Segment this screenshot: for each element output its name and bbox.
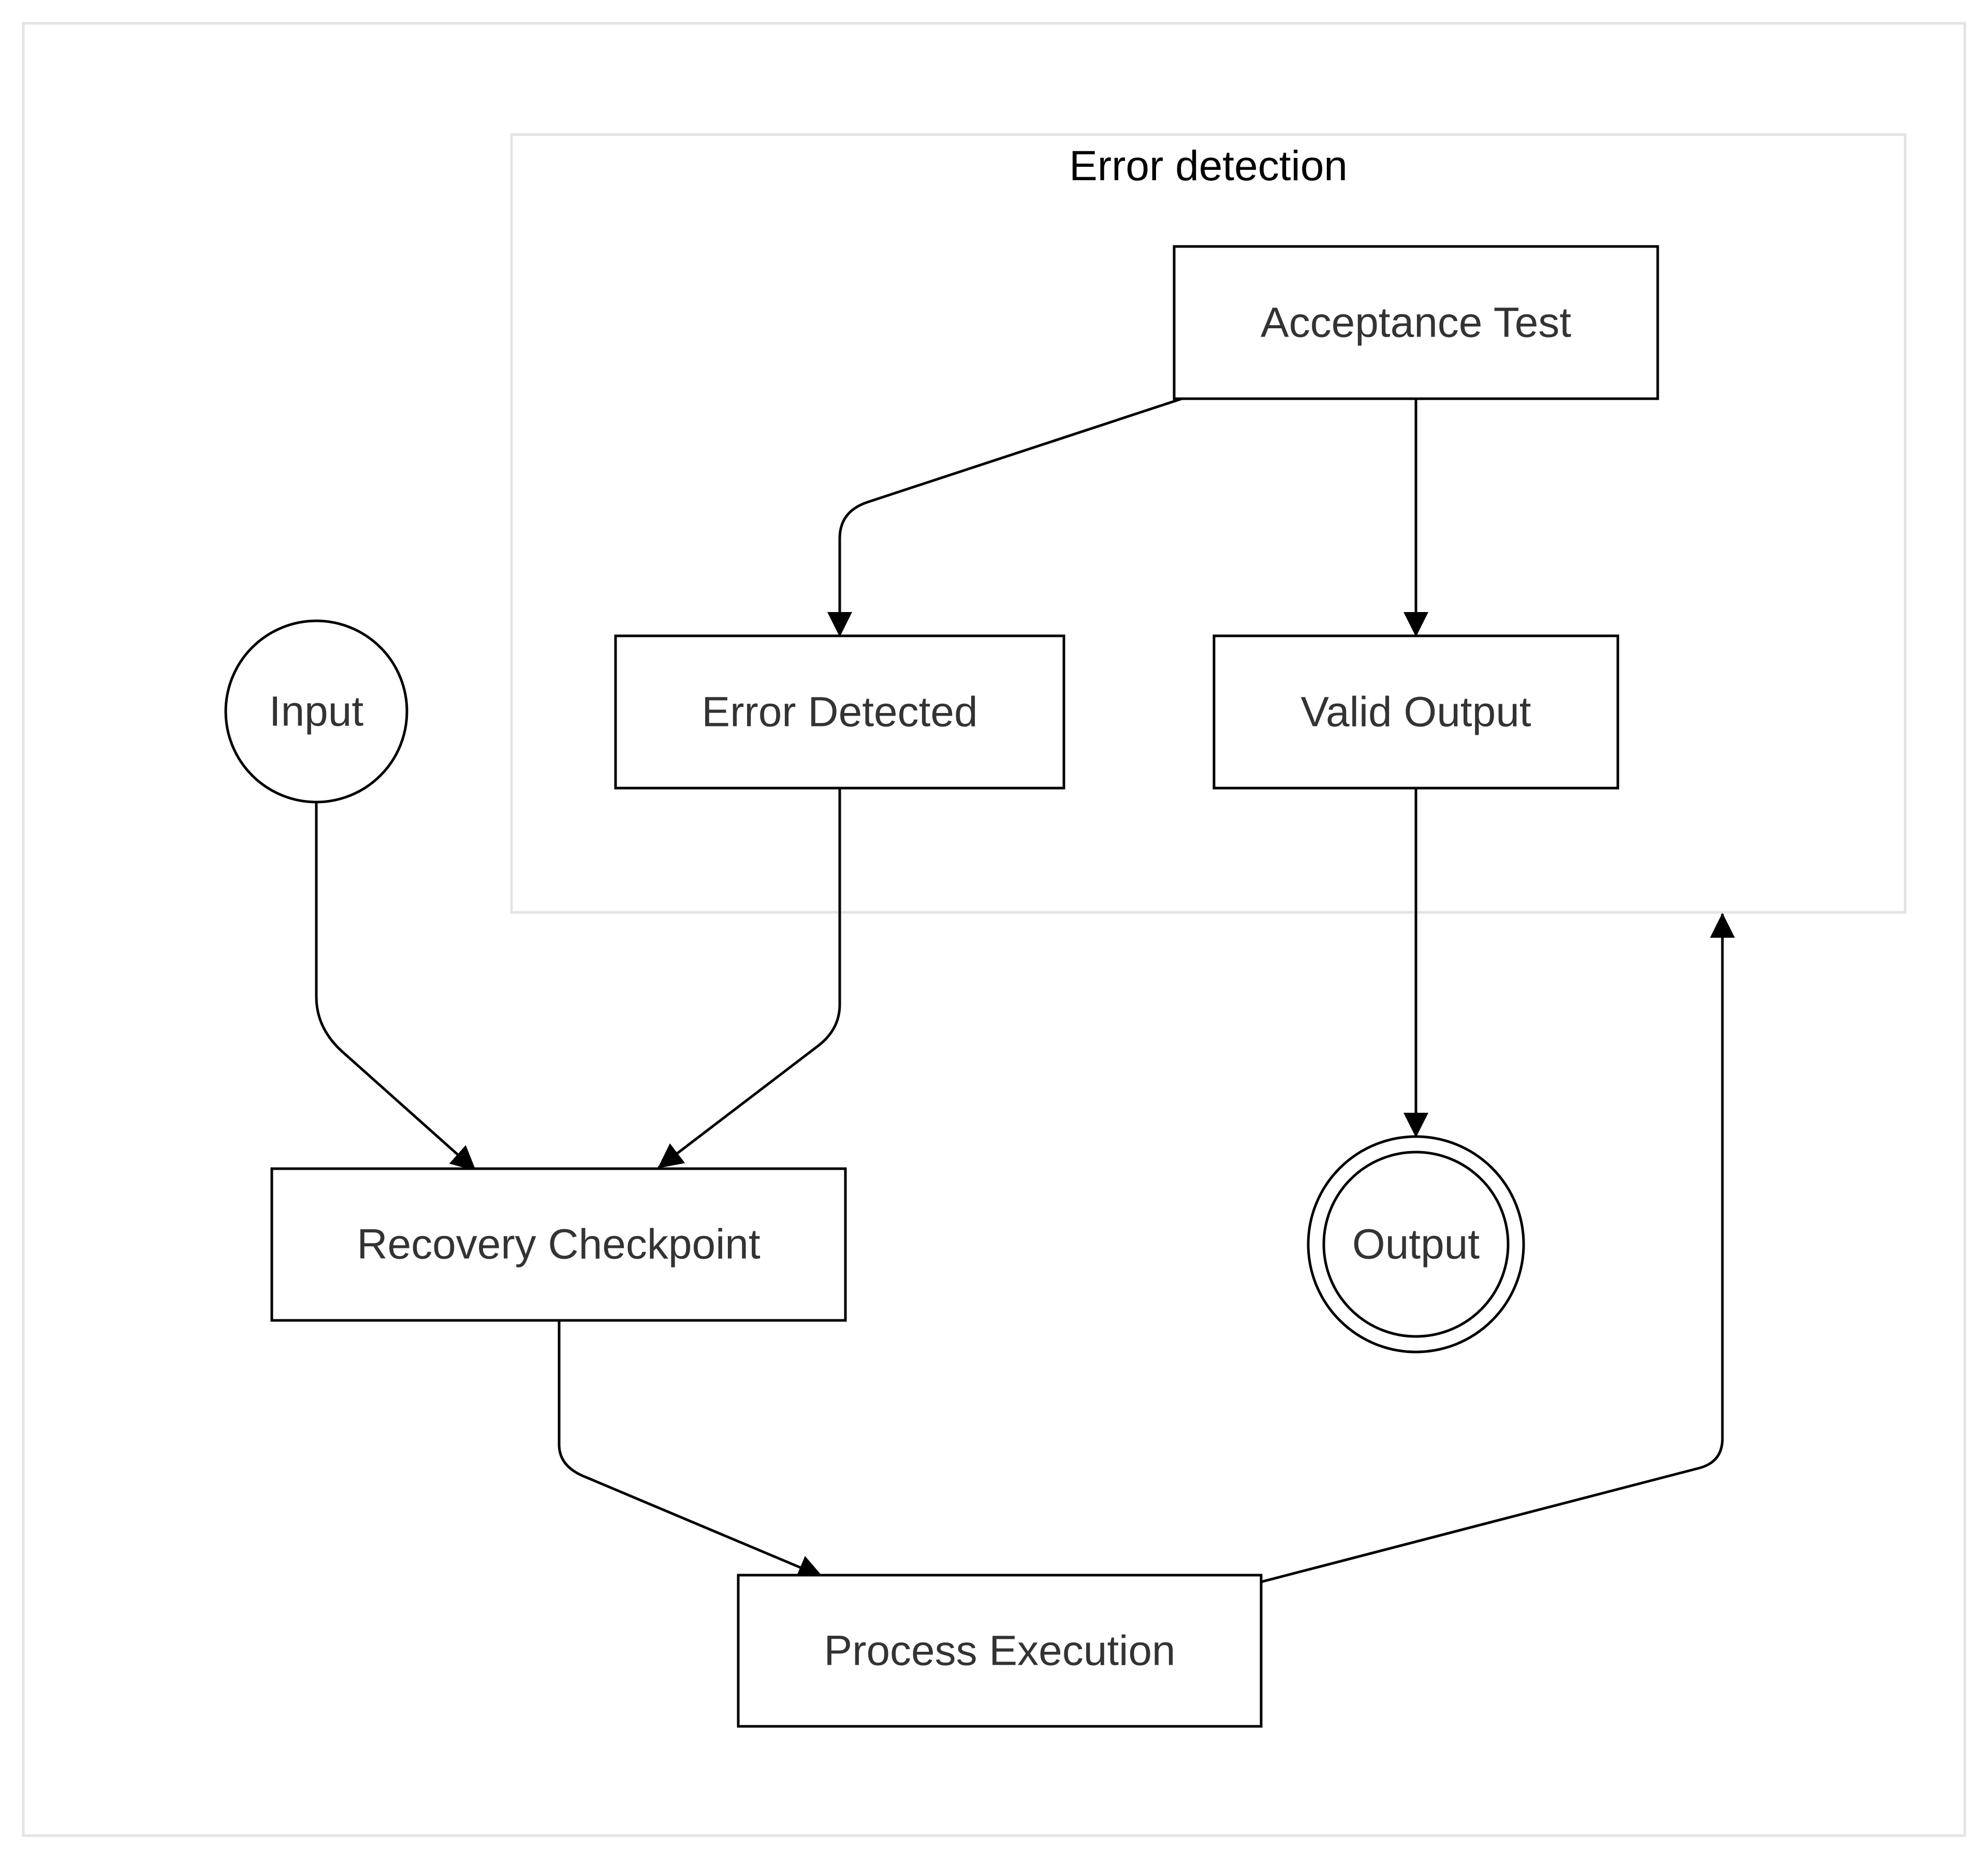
error-detection-group-label: Error detection [1069,142,1348,190]
node-error-detected-label: Error Detected [701,689,977,736]
node-acceptance-test-label: Acceptance Test [1261,299,1571,346]
node-recovery-checkpoint-label: Recovery Checkpoint [357,1221,761,1268]
node-output-inner-ring [1322,1151,1510,1338]
node-output[interactable]: Output [1307,1135,1525,1354]
node-input[interactable]: Input [224,619,408,804]
node-valid-output[interactable]: Valid Output [1212,634,1619,790]
node-input-shape [224,619,408,804]
edge-acceptance-test-to-error-detected [827,397,1182,637]
diagram-frame [22,22,1966,1837]
node-process-execution[interactable]: Process Execution [737,1574,1263,1728]
node-valid-output-shape [1212,634,1619,790]
node-process-execution-label: Process Execution [824,1627,1175,1675]
edge-process-execution-to-error-detection [1261,913,1735,1583]
error-detection-group: Error detection [510,133,1907,914]
edge-recovery-checkpoint-to-process-execution [558,1320,823,1579]
node-input-label: Input [269,688,364,735]
edge-error-detected-to-recovery-checkpoint [657,788,841,1169]
node-recovery-checkpoint[interactable]: Recovery Checkpoint [270,1167,847,1322]
error-detection-group-border [510,133,1907,914]
node-error-detected[interactable]: Error Detected [614,634,1065,790]
node-output-label: Output [1352,1221,1480,1268]
node-acceptance-test-shape [1173,245,1659,400]
node-process-execution-shape [737,1574,1263,1728]
node-recovery-checkpoint-shape [270,1167,847,1322]
edges [315,397,1735,1583]
node-valid-output-label: Valid Output [1300,689,1531,736]
edge-input-to-recovery-checkpoint [315,802,476,1171]
node-error-detected-shape [614,634,1065,790]
node-acceptance-test[interactable]: Acceptance Test [1173,245,1659,400]
